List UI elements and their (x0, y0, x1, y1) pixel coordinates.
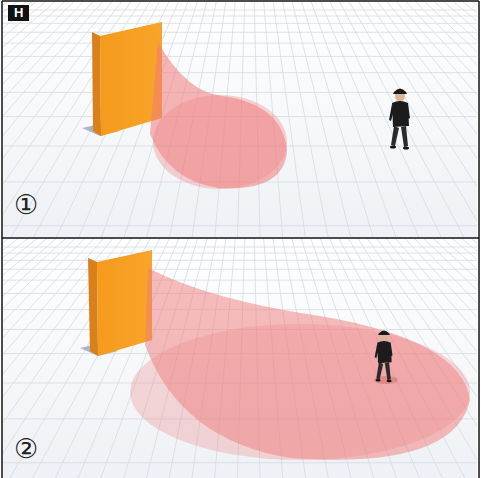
scene-1 (3, 2, 477, 237)
floor-grid (3, 239, 477, 478)
callout-number: ① (14, 190, 38, 220)
callout-number: ② (14, 434, 38, 464)
floor-grid (3, 2, 477, 237)
scene-2 (3, 239, 477, 478)
figure-letter: H (8, 5, 29, 21)
